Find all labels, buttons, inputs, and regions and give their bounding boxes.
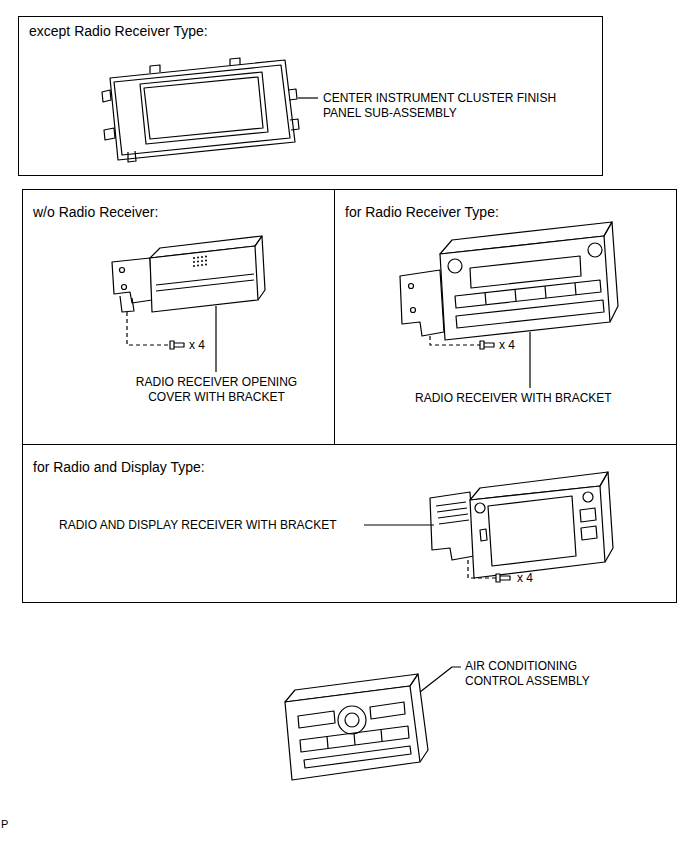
display-receiver-drawing <box>364 472 613 582</box>
section-heading: for Radio Receiver Type: <box>345 204 499 222</box>
part-name: RADIO RECEIVER OPENING COVER WITH BRACKE… <box>119 375 314 405</box>
section-box: except Radio Receiver Type: CENTER INSTRU… <box>18 16 603 176</box>
figure-code: P <box>1 818 8 832</box>
section-heading: except Radio Receiver Type: <box>29 23 208 41</box>
part-name: CENTER INSTRUMENT CLUSTER FINISH PANEL S… <box>323 91 563 121</box>
radio-receiver-drawing <box>400 222 618 388</box>
part-name: AIR CONDITIONING CONTROL ASSEMBLY <box>465 659 615 689</box>
finish-panel-drawing <box>102 58 318 162</box>
ac-control-drawing <box>285 667 461 780</box>
quantity-label: x 4 <box>189 338 205 353</box>
quantity-label: x 4 <box>517 571 533 586</box>
part-name: RADIO RECEIVER WITH BRACKET <box>415 391 612 406</box>
section-box: w/o Radio Receiver: x 4 RADIO RECEIVER OPE… <box>22 189 335 445</box>
section-box: for Radio Receiver Type: x 4 RADIO RECEIVE… <box>334 189 677 445</box>
section-heading: w/o Radio Receiver: <box>33 204 158 222</box>
part-name: RADIO AND DISPLAY RECEIVER WITH BRACKET <box>59 518 337 533</box>
section-box: for Radio and Display Type: RADIO AND DIS… <box>22 444 677 603</box>
quantity-label: x 4 <box>499 338 515 353</box>
section-heading: for Radio and Display Type: <box>33 459 205 477</box>
opening-cover-drawing <box>112 236 265 372</box>
